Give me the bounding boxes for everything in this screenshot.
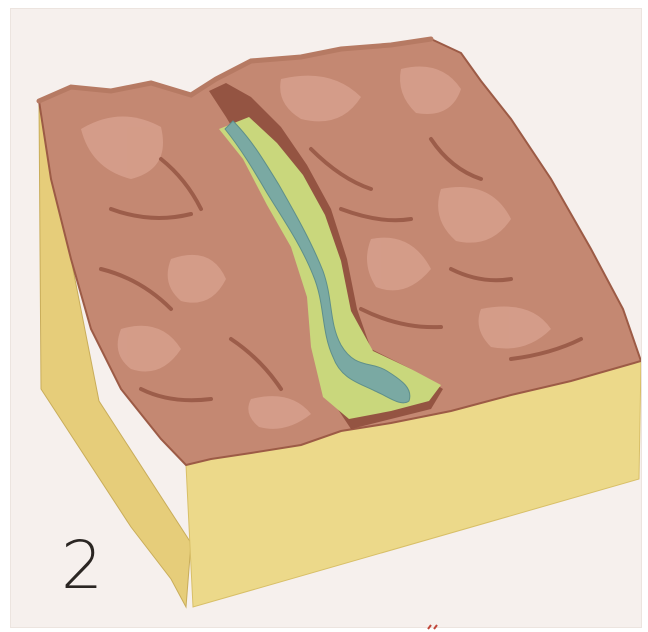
decorative-mark-icon — [427, 624, 441, 630]
figure-panel: 2 — [10, 8, 642, 628]
stage-number-label: 2 — [61, 533, 103, 599]
terrain-block-diagram — [11, 9, 641, 627]
